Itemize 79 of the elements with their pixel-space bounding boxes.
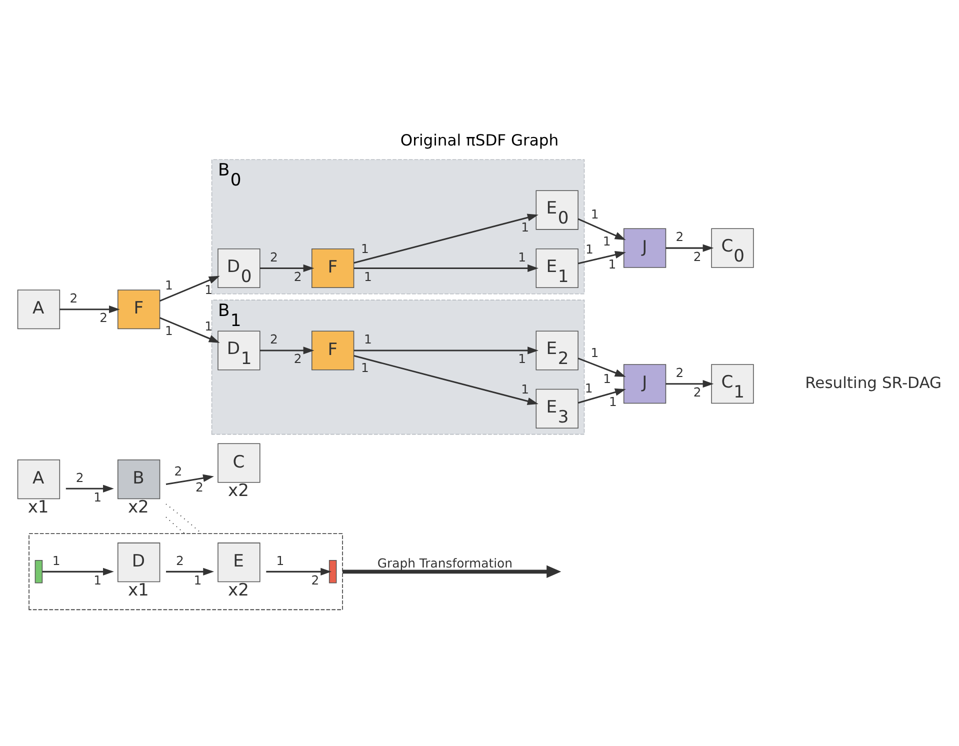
label: 1 [194,572,202,588]
edge-label: Graph Transformation [377,556,513,571]
connector [166,516,186,534]
label: 1 [204,318,212,334]
node-box: J [623,364,666,404]
cluster [28,533,343,610]
label: 1 [590,206,599,222]
label: 1 [361,360,369,375]
label: 1 [361,240,369,256]
arrow [66,484,114,492]
arrow [666,244,714,252]
node-label: x2 [228,481,250,502]
node-label: x1 [28,497,49,518]
label: 2 [676,229,684,244]
label: 2 [311,572,320,588]
label: 1 [608,256,616,272]
label: 1 [94,489,102,504]
label: 1 [603,371,612,386]
label: 1 [164,277,173,292]
label: 2 [693,248,702,264]
node-label: x2 [228,580,250,600]
arrow [354,346,538,354]
arrow [666,380,714,388]
label: 1 [586,242,594,257]
label: 1 [602,233,611,248]
label: 1 [364,332,372,347]
label: 2 [693,384,702,400]
node-label: x2 [128,497,149,518]
node-box: F [312,248,354,288]
arrow [260,346,314,354]
label: 1 [276,552,284,568]
arrow [166,568,214,576]
caption: Resulting SR-DAG [805,374,942,392]
label: 1 [204,282,212,298]
arrow [342,565,562,578]
label: 2 [100,310,108,326]
arrow [354,214,538,264]
label: 2 [176,552,184,568]
node-box: F [117,290,160,330]
arrow [354,355,538,405]
label: 1 [590,345,599,360]
arrow [578,218,626,240]
label: 2 [294,268,302,284]
label: 2 [196,480,204,495]
label: 2 [270,332,278,347]
label: 2 [676,365,684,380]
arrow [60,306,120,314]
node-box: A [17,290,60,330]
label: 1 [584,380,593,396]
label: 2 [294,351,302,366]
arrow [578,388,626,404]
arrow [42,568,114,576]
arrow [266,568,332,576]
arrow [166,474,214,486]
label: 1 [518,351,526,366]
label: 1 [94,572,102,588]
node-label: x1 [128,580,149,600]
node-box: J [623,228,666,268]
node-bar [34,560,43,584]
label: 1 [52,552,60,568]
label: 1 [518,249,526,264]
label: 1 [608,394,617,409]
arrow [578,251,626,264]
arrow [260,264,314,272]
node-box: F [312,330,354,370]
label: 2 [270,249,278,264]
arrow [354,264,538,272]
arrow [159,317,220,343]
label: 1 [521,219,529,234]
diagram-title: Original πSDF Graph [400,132,559,150]
label: 2 [76,470,84,485]
arrow [159,276,220,302]
label: 1 [364,268,372,284]
label: 1 [164,323,173,338]
node-bar [328,560,337,584]
label: 1 [521,381,529,396]
label: 2 [70,290,78,306]
label: 2 [174,463,182,478]
arrow [578,358,626,377]
